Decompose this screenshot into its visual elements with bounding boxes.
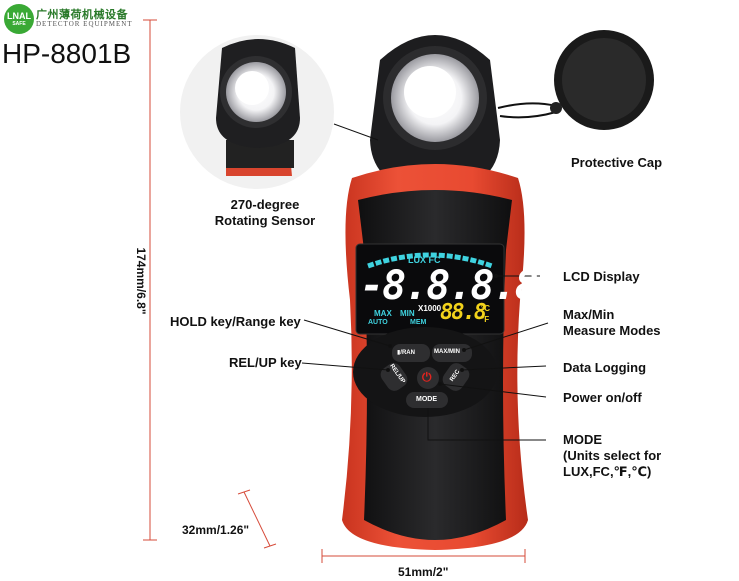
lcd-deg-f: °F	[481, 315, 490, 324]
brand-name-cn: 广州薄荷机械设备	[36, 9, 128, 21]
max-min-label: Max/Min Measure Modes	[563, 307, 661, 338]
hold-key-label: HOLD key/Range key	[170, 314, 301, 329]
callout-lines	[301, 123, 549, 441]
lcd-deg-c: °C	[481, 304, 490, 313]
lcd-min: MIN	[400, 309, 415, 318]
data-logging-label: Data Logging	[563, 360, 647, 375]
width-dimension: 51mm/2"	[398, 565, 449, 579]
power-button[interactable]: ⏻	[422, 370, 432, 384]
rel-up-label: REL/UP key	[229, 355, 302, 370]
height-dimension: 174mm/6.8"	[134, 247, 148, 315]
hold-range-button[interactable]: ▮/RAN	[397, 350, 415, 356]
sensor-closeup	[180, 35, 334, 189]
meter-body	[342, 35, 528, 550]
power-label: Power on/off	[563, 390, 642, 405]
lcd-main-digits: -8.8.8.8	[360, 263, 539, 309]
brand-logo-text: LNAL	[7, 10, 31, 21]
mode-button[interactable]: MODE	[416, 396, 437, 403]
depth-dimension: 32mm/1.26"	[182, 523, 250, 537]
lcd-display-label: LCD Display	[563, 269, 640, 284]
lcd-max: MAX	[374, 309, 392, 318]
lcd-multiplier: X1000	[418, 304, 442, 313]
brand-logo-sub: SAFE	[12, 20, 26, 27]
mode-label: MODE (Units select for LUX,FC,℉,℃)	[563, 432, 662, 479]
rotating-sensor-label: 270-degree Rotating Sensor	[214, 197, 316, 228]
lcd-units: LUX FC	[408, 255, 441, 265]
lcd-mem: MEM	[410, 319, 427, 326]
brand-logo: LNAL SAFE	[4, 4, 34, 34]
model-title: HP-8801B	[2, 38, 132, 69]
max-min-button[interactable]: MAX/MIN	[434, 349, 460, 355]
protective-cap-label: Protective Cap	[571, 155, 663, 170]
dimension-lines	[143, 19, 526, 563]
protective-cap	[497, 30, 654, 130]
lcd-auto: AUTO	[368, 319, 388, 326]
brand-name-en: DETECTOR EQUIPMENT	[36, 20, 133, 28]
lcd-sub-digits: 88.8	[440, 300, 487, 325]
